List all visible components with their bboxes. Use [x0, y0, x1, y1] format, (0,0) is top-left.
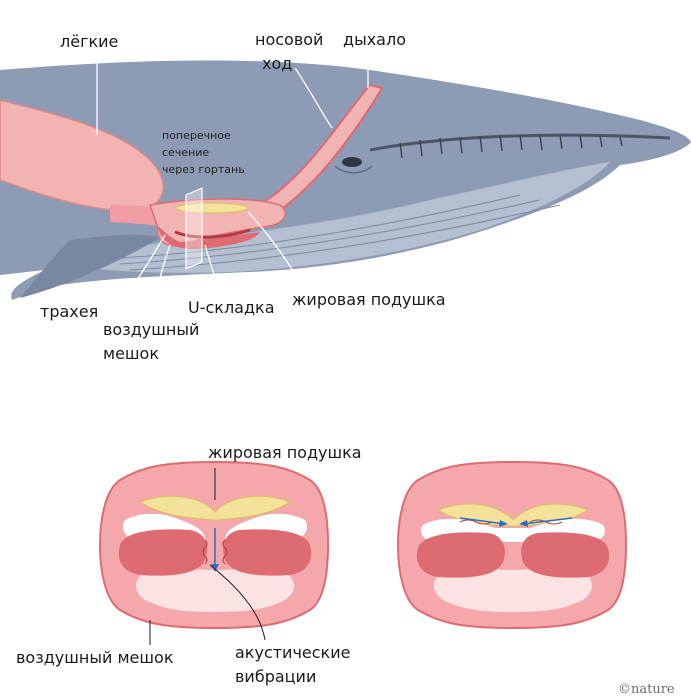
- label-fat-cushion-bottom: жировая подушка: [208, 443, 362, 462]
- label-u-fold: U-складка: [188, 298, 275, 317]
- label-nasal-passage-2: ход: [262, 54, 293, 73]
- label-cross-section-3: через гортань: [162, 163, 245, 176]
- whale-flipper: [20, 234, 160, 298]
- lung-organ: [0, 99, 164, 212]
- label-acoustic-1: акустические: [235, 643, 351, 662]
- whale-diagram: [0, 55, 691, 301]
- airflow-arrow-right-a: [499, 520, 508, 527]
- label-blowhole: дыхало: [343, 30, 406, 49]
- baleen-plates: [399, 134, 623, 159]
- cross-section-plane: [185, 187, 203, 270]
- label-air-sac-bottom: воздушный мешок: [16, 648, 174, 667]
- mouth-line: [369, 133, 671, 152]
- leader-acoustic: [209, 564, 266, 641]
- label-nasal-passage-1: носовой: [255, 30, 324, 49]
- label-air-sac-1: воздушный: [103, 320, 200, 339]
- vibration-waves-right: [459, 519, 563, 525]
- label-acoustic-2: вибрации: [235, 667, 317, 686]
- cross-section-left: [98, 460, 330, 645]
- label-cross-section-2: сечение: [162, 146, 210, 159]
- credit-nature: ©nature: [618, 682, 675, 697]
- vibration-waves-left: [202, 539, 228, 565]
- label-fat-cushion-top: жировая подушка: [292, 290, 446, 309]
- fat-cushion-organ: [175, 202, 249, 214]
- vocal-fold-right-a: [416, 532, 505, 578]
- label-cross-section-1: поперечное: [162, 129, 231, 142]
- label-lungs: лёгкие: [60, 32, 119, 51]
- label-trachea: трахея: [40, 302, 99, 321]
- whale-eye: [342, 157, 362, 167]
- u-fold-organ: [174, 228, 251, 239]
- fat-cushion-left: [138, 495, 292, 521]
- air-sac-organ: [158, 226, 260, 250]
- inner-lumen-right: [433, 567, 593, 612]
- label-air-sac-2: мешок: [103, 344, 160, 363]
- vocal-fold-left-b: [223, 529, 312, 576]
- vocal-fold-left-a: [118, 529, 207, 576]
- inner-lumen-left: [135, 567, 295, 612]
- vocal-fold-right-b: [521, 532, 610, 578]
- cross-section-right: [396, 460, 628, 630]
- nasal-passage: [248, 83, 384, 224]
- leader-lines: [96, 55, 369, 301]
- belly-pleats: [119, 194, 561, 271]
- airflow-arrow-right-b: [519, 520, 528, 527]
